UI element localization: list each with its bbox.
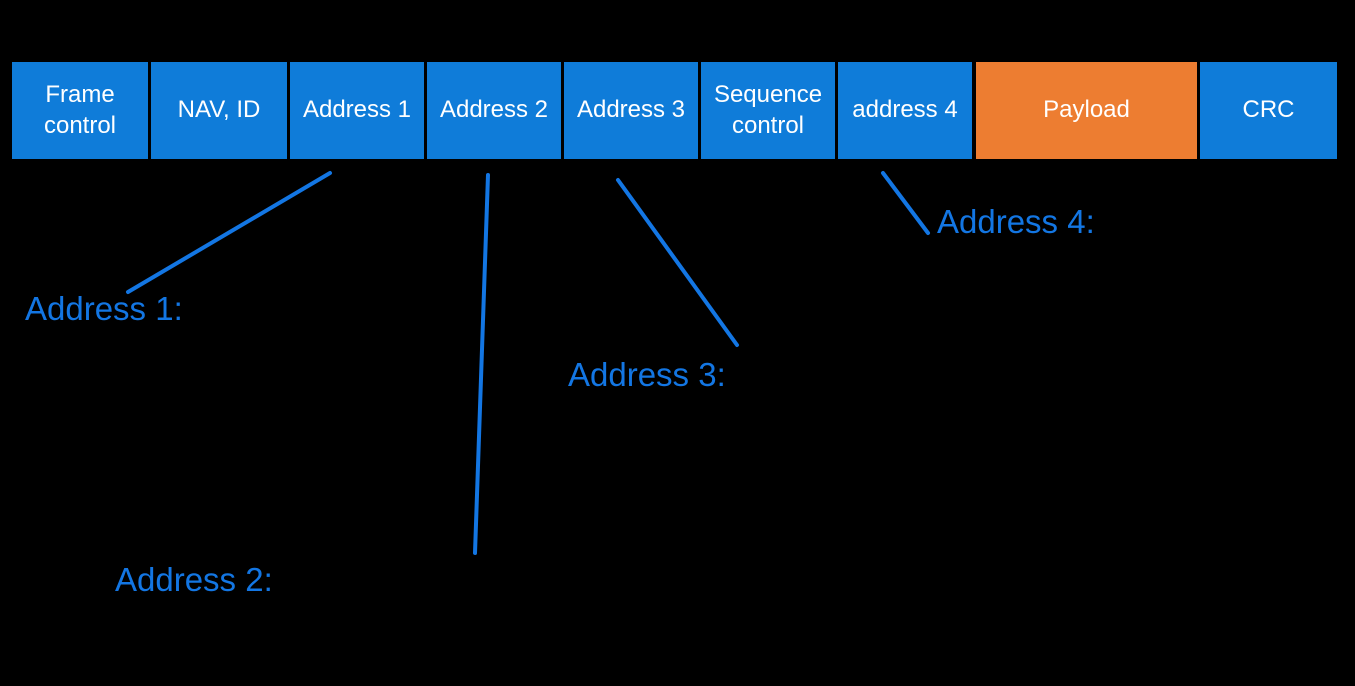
field-box-crc: CRC: [1200, 62, 1337, 159]
annotation-address-4: Address 4:: [937, 203, 1095, 240]
connector-line-address-3: [616, 178, 739, 347]
field-box-address-2: Address 2: [427, 62, 561, 159]
annotation-address-2: Address 2:: [115, 561, 273, 598]
field-label-sequence-control: Sequence control: [713, 80, 823, 139]
field-label-crc: CRC: [1242, 96, 1295, 124]
connector-line-address-2: [473, 173, 490, 555]
field-box-nav-id: NAV, ID: [151, 62, 287, 159]
field-box-address-3: Address 3: [564, 62, 698, 159]
connector-line-address-1: [126, 171, 332, 294]
field-label-address-1: Address 1: [302, 96, 412, 124]
annotation-address-3: Address 3:: [568, 356, 726, 393]
field-label-address-4: address 4: [852, 96, 958, 124]
connector-line-address-4: [881, 171, 930, 235]
field-box-payload: Payload: [976, 62, 1197, 159]
field-box-address-4: address 4: [838, 62, 972, 159]
field-label-frame-control: Frame control: [43, 80, 117, 139]
field-label-address-3: Address 3: [576, 96, 686, 124]
annotation-address-1: Address 1:: [25, 290, 183, 327]
field-box-sequence-control: Sequence control: [701, 62, 835, 159]
field-label-payload: Payload: [1043, 96, 1130, 124]
field-box-address-1: Address 1: [290, 62, 424, 159]
field-label-address-2: Address 2: [439, 96, 549, 124]
field-box-frame-control: Frame control: [12, 62, 148, 159]
field-label-nav-id: NAV, ID: [177, 96, 261, 124]
